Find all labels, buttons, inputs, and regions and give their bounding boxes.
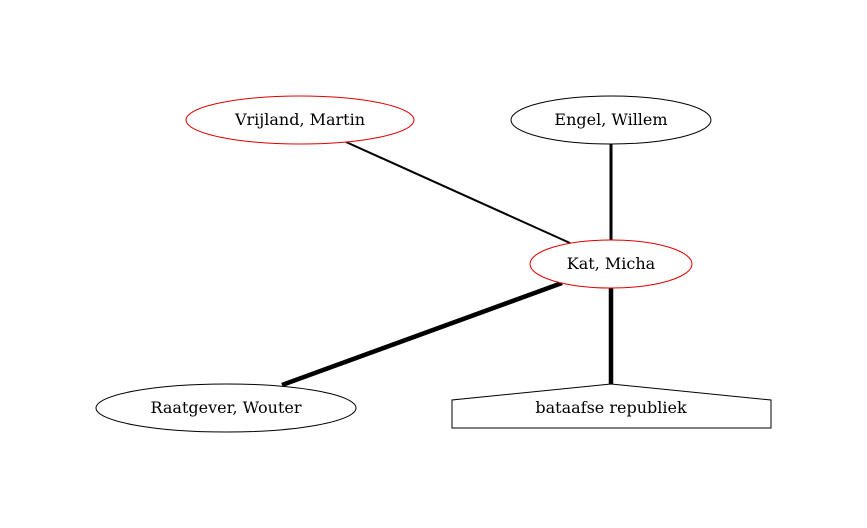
edge-vrijland-kat: [345, 141, 571, 244]
node-bataafse[interactable]: bataafse republiek: [451, 383, 772, 429]
node-label: Vrijland, Martin: [234, 110, 365, 129]
node-shape: [451, 383, 772, 429]
node-shape: [185, 95, 415, 145]
node-shape: [95, 383, 357, 433]
node-raatgever[interactable]: Raatgever, Wouter: [95, 383, 357, 433]
node-label: bataafse republiek: [535, 398, 687, 417]
node-vrijland[interactable]: Vrijland, Martin: [185, 95, 415, 145]
node-engel[interactable]: Engel, Willem: [510, 95, 712, 145]
edge-kat-raatgever: [281, 280, 563, 388]
edges: [281, 141, 614, 388]
node-shape: [510, 95, 712, 145]
node-kat[interactable]: Kat, Micha: [529, 239, 693, 289]
node-label: Engel, Willem: [554, 110, 667, 129]
node-label: Raatgever, Wouter: [150, 398, 301, 417]
node-label: Kat, Micha: [567, 254, 656, 273]
node-shape: [529, 239, 693, 289]
